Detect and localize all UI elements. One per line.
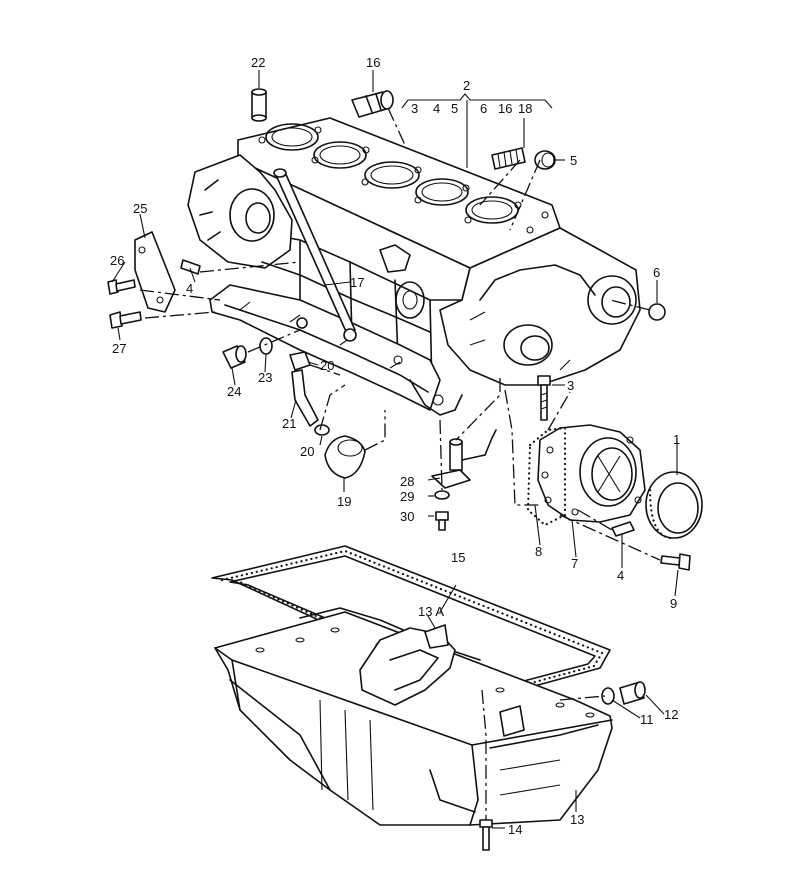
callout-22: 22 [251, 55, 265, 70]
callout-7: 7 [571, 556, 578, 571]
callout-17: 17 [350, 275, 364, 290]
bushing-16 [351, 90, 394, 118]
dowel-4-left [180, 259, 201, 275]
callout-8: 8 [535, 544, 542, 559]
fitting-20-upper [289, 351, 311, 371]
hose-21 [291, 369, 319, 427]
plug-6 [648, 303, 666, 321]
bolt-30 [435, 511, 449, 531]
callout-15: 15 [451, 550, 465, 565]
cap-19 [324, 435, 366, 479]
callout-26: 26 [110, 253, 124, 268]
bolt-27 [109, 311, 142, 329]
callout-5: 5 [570, 153, 577, 168]
callout-23: 23 [258, 370, 272, 385]
callout-6: 6 [653, 265, 660, 280]
callout-2-3: 3 [411, 101, 418, 116]
leader-lines [111, 70, 679, 829]
callout-16: 16 [366, 55, 380, 70]
callout-9: 9 [670, 596, 677, 611]
callout-1: 1 [673, 432, 680, 447]
bolt-3 [537, 375, 551, 421]
washer-29 [434, 490, 450, 500]
pan-bracket [499, 705, 525, 737]
callout-13a: 13 A [418, 604, 444, 619]
callout-30: 30 [400, 509, 414, 524]
group-bracket-2 [401, 93, 553, 109]
callout-20-upper: 20 [320, 358, 334, 373]
baffle-13a [359, 624, 456, 706]
callout-3: 3 [567, 378, 574, 393]
callout-2: 2 [463, 78, 470, 93]
callout-29: 29 [400, 489, 414, 504]
bolt-9 [660, 553, 691, 571]
callout-2-4: 4 [433, 101, 440, 116]
callout-20-lower: 20 [300, 444, 314, 459]
threaded-insert-18 [491, 147, 526, 170]
gasket-8 [526, 426, 567, 527]
callout-12: 12 [664, 707, 678, 722]
cylinder-block [187, 117, 641, 416]
callout-24: 24 [227, 384, 241, 399]
bolt-14 [479, 819, 493, 851]
callout-11: 11 [640, 712, 654, 727]
callout-2-16: 16 [498, 101, 512, 116]
callout-4-right: 4 [617, 568, 624, 583]
callout-19: 19 [337, 494, 351, 509]
fitting-20-lower [314, 424, 330, 436]
seal-ring-1 [645, 471, 703, 540]
callout-13: 13 [570, 812, 584, 827]
bolt-26 [107, 279, 136, 295]
oil-pan-13 [214, 611, 613, 826]
callout-27: 27 [112, 341, 126, 356]
seal-flange-7 [537, 424, 646, 523]
oil-pan-gasket-15 [211, 545, 611, 691]
callout-2-18: 18 [518, 101, 532, 116]
washer-11 [601, 687, 615, 705]
plug-24 [222, 345, 247, 369]
cover-plate-25 [134, 231, 176, 313]
assembly-lines [139, 107, 661, 820]
callout-2-5: 5 [451, 101, 458, 116]
callout-21: 21 [282, 416, 296, 431]
callout-4-left: 4 [186, 281, 193, 296]
callout-28: 28 [400, 474, 414, 489]
callout-labels: 1 2 3 4 5 6 16 18 3 4 4 5 6 7 8 9 11 12 … [110, 55, 680, 837]
dowel-4-right [611, 521, 635, 537]
callout-2-6: 6 [480, 101, 487, 116]
seal-23 [259, 337, 273, 355]
callout-14: 14 [508, 822, 522, 837]
drain-plug-12 [619, 681, 646, 705]
dipstick-tube [273, 168, 357, 342]
sleeve-22 [251, 88, 267, 122]
callout-25: 25 [133, 201, 147, 216]
